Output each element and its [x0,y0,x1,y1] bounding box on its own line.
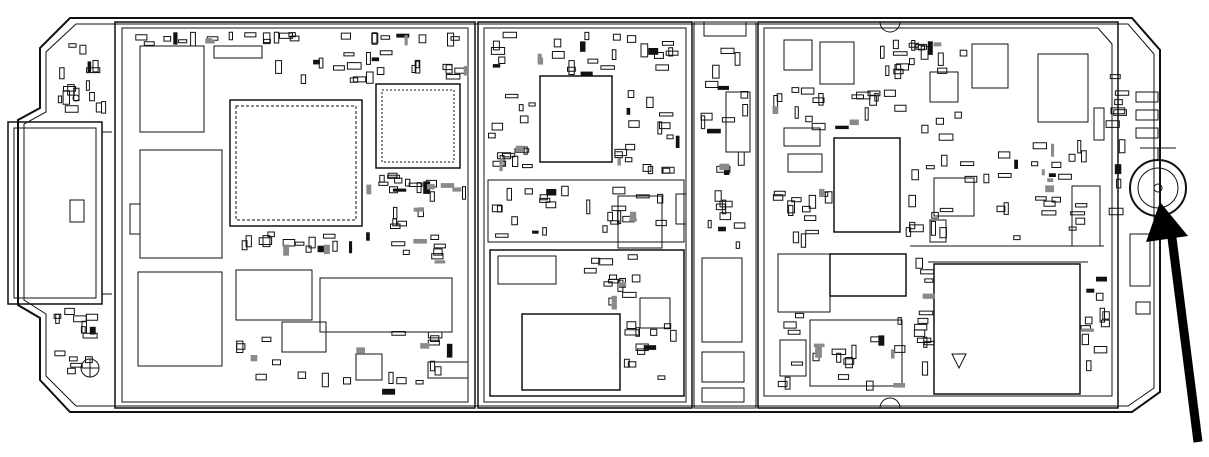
dsp-chip [376,84,460,168]
rf-chip [540,76,612,162]
board-outline [18,18,1160,412]
mcu-chip [230,100,362,226]
connector-icon [8,122,112,304]
board-inner-outline [24,24,1154,406]
coax-connector-icon [1130,148,1186,286]
section-left-frame [115,22,475,408]
section-middle-frame [478,22,692,408]
shield-module [522,314,620,390]
arrow-icon [1146,202,1198,442]
section-strip-frame [694,22,756,408]
